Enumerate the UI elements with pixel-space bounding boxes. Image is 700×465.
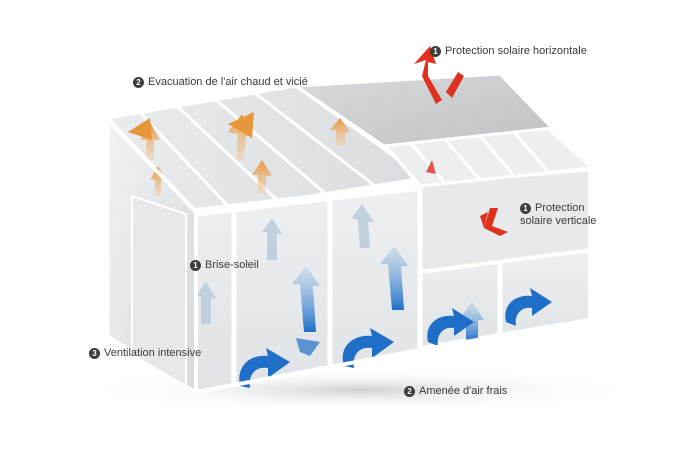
label-ventilation-intensive: 3 Ventilation intensive — [89, 347, 201, 360]
callout-number-badge: 2 — [133, 77, 144, 88]
label-amenee-air-frais: 2 Amenée d'air frais — [404, 385, 507, 398]
fresh-air-arrow-icon — [239, 288, 552, 388]
solar-reflect-arrow-icon — [414, 46, 508, 236]
callout-number-badge: 2 — [404, 386, 415, 397]
horizontal-solar-awning — [291, 72, 556, 148]
label-protection-verticale: 1 Protection solaire verticale — [520, 202, 596, 228]
callout-number-badge: 3 — [89, 348, 100, 359]
label-text: Protection solaire horizontale — [445, 45, 587, 57]
front-mullions — [195, 185, 421, 386]
brise-soleil-louvers — [131, 194, 187, 388]
callout-number-badge: 1 — [190, 260, 201, 271]
callout-number-badge: 1 — [430, 46, 441, 57]
label-text-line1: Protection — [535, 202, 585, 214]
label-protection-horizontale: 1 Protection solaire horizontale — [430, 45, 587, 58]
label-brise-soleil: 1 Brise-soleil — [190, 259, 259, 272]
label-text: Ventilation intensive — [104, 347, 202, 359]
label-text-line2: solaire verticale — [520, 215, 597, 227]
ground-shadow — [80, 368, 640, 412]
fresh-air-arrow-icon — [196, 204, 374, 324]
label-text: Amenée d'air frais — [419, 385, 508, 397]
label-text: Evacuation de l'air chaud et vicié — [148, 76, 308, 88]
fresh-air-arrow-icon — [292, 246, 484, 342]
roof-rafters — [138, 91, 376, 210]
label-evacuation-air: 2 Evacuation de l'air chaud et vicié — [133, 76, 308, 89]
label-text: Brise-soleil — [205, 259, 259, 271]
hot-air-arrow-icon — [128, 112, 254, 140]
callout-number-badge: 1 — [520, 203, 531, 214]
